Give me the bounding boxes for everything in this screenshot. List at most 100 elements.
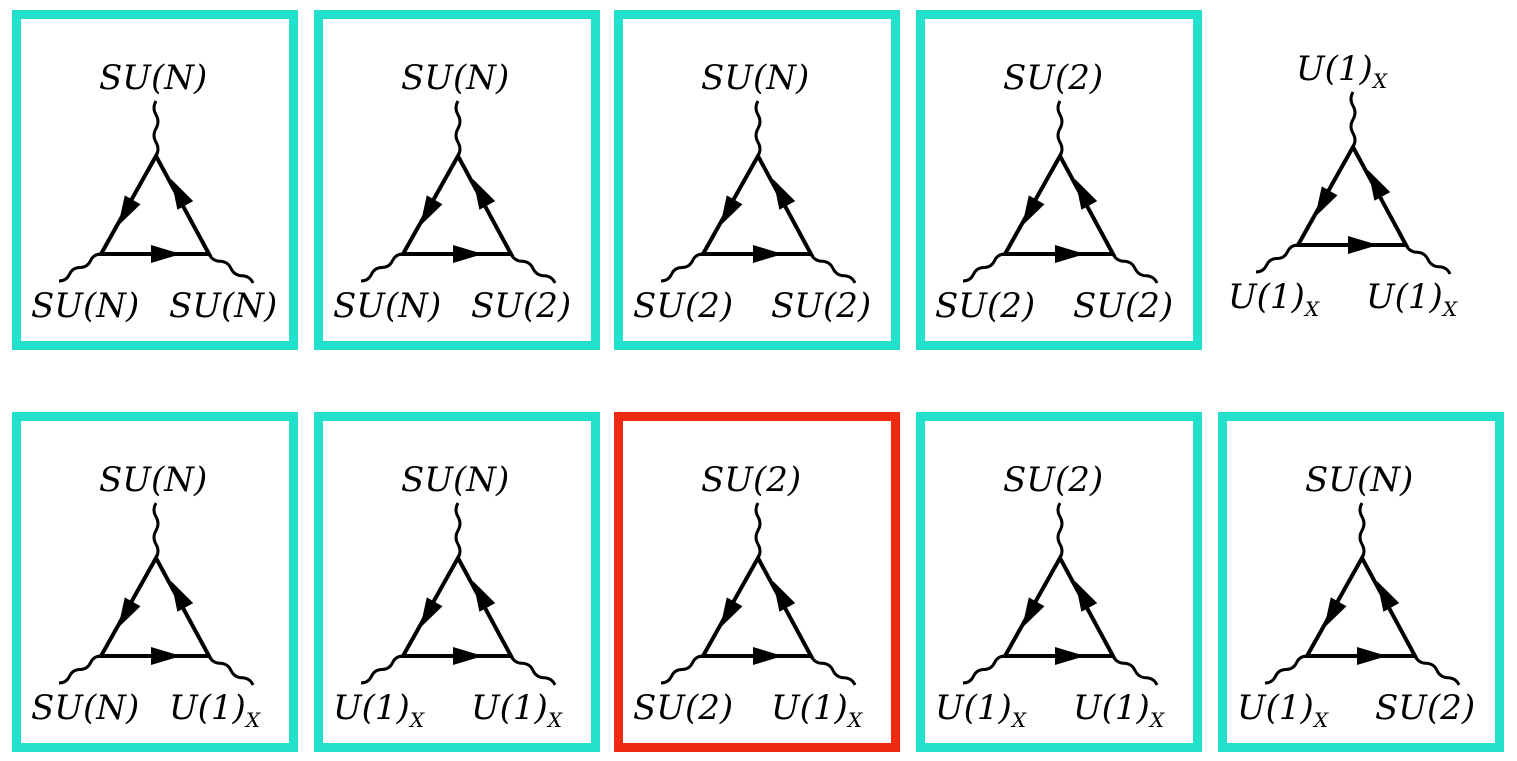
right-boson-line xyxy=(207,253,255,284)
right-boson-line xyxy=(207,655,255,686)
right-boson-line xyxy=(509,655,557,686)
top-boson-line xyxy=(152,502,160,559)
left-gauge-label: SU(N) xyxy=(31,286,140,326)
top-boson-line xyxy=(454,100,462,157)
fermion-arrow-bottom xyxy=(753,245,783,263)
left-gauge-label: U(1)X xyxy=(1228,277,1320,321)
top-gauge-label: SU(N) xyxy=(401,58,510,98)
left-gauge-label: SU(N) xyxy=(333,286,442,326)
left-boson-line xyxy=(58,654,102,685)
top-gauge-label: SU(2) xyxy=(1003,460,1104,500)
fermion-arrow-left xyxy=(1324,597,1347,628)
top-boson-line xyxy=(1056,502,1064,559)
top-gauge-label: U(1)X xyxy=(1296,49,1388,93)
anomaly-diagram-1: SU(N) SU(N) SU(N) xyxy=(12,10,298,350)
top-gauge-label: SU(N) xyxy=(401,460,510,500)
fermion-loop xyxy=(1294,142,1410,247)
right-boson-line xyxy=(1404,244,1452,275)
fermion-arrow-bottom xyxy=(1357,647,1387,665)
fermion-arrow-bottom xyxy=(453,647,483,665)
anomaly-diagram-2: SU(N)SU(N)SU(2) xyxy=(314,10,600,350)
left-boson-line xyxy=(962,654,1006,685)
fermion-arrow-bottom xyxy=(151,647,181,665)
right-gauge-label: U(1)X xyxy=(471,688,563,732)
anomaly-diagram-5: U(1)X U(1)X U(1)X xyxy=(1218,10,1504,350)
right-boson-line xyxy=(809,655,857,686)
top-boson-line xyxy=(454,502,462,559)
right-gauge-label: SU(2) xyxy=(1375,688,1476,728)
left-boson-line xyxy=(360,252,404,283)
fermion-arrow-right xyxy=(473,179,496,210)
right-gauge-label: SU(N) xyxy=(169,286,278,326)
right-boson-line xyxy=(1111,253,1159,284)
top-gauge-label: SU(2) xyxy=(701,460,802,500)
triangle-diagram xyxy=(962,502,1159,686)
right-gauge-label: U(1)X xyxy=(1073,688,1165,732)
triangle-diagram xyxy=(962,100,1159,284)
anomaly-diagram-10: SU(N) U(1)X SU(2) xyxy=(1218,412,1504,752)
fermion-arrow-right xyxy=(1075,581,1098,612)
triangle-diagram xyxy=(1255,91,1452,275)
fermion-loop xyxy=(699,151,815,256)
fermion-arrow-bottom xyxy=(1055,647,1085,665)
right-boson-line xyxy=(1111,655,1159,686)
top-gauge-label: SU(N) xyxy=(99,460,208,500)
top-boson-line xyxy=(1358,502,1366,559)
fermion-arrow-bottom xyxy=(453,245,483,263)
left-gauge-label: SU(2) xyxy=(633,286,734,326)
right-boson-line xyxy=(509,253,557,284)
top-boson-line xyxy=(754,502,762,559)
fermion-loop xyxy=(399,553,515,658)
right-gauge-label: U(1)X xyxy=(169,688,261,732)
fermion-loop xyxy=(1001,553,1117,658)
right-gauge-label: U(1)X xyxy=(1366,277,1458,321)
top-gauge-label: SU(N) xyxy=(99,58,208,98)
fermion-arrow-right xyxy=(171,179,194,210)
fermion-arrow-left xyxy=(118,195,141,226)
left-gauge-label: SU(2) xyxy=(633,688,734,728)
top-gauge-label: SU(N) xyxy=(1305,460,1414,500)
right-gauge-label: SU(2) xyxy=(1073,286,1174,326)
fermion-arrow-left xyxy=(420,195,443,226)
right-boson-line xyxy=(1413,655,1461,686)
left-boson-line xyxy=(660,252,704,283)
left-gauge-label: U(1)X xyxy=(1237,688,1329,732)
fermion-arrow-bottom xyxy=(1055,245,1085,263)
top-gauge-label: SU(2) xyxy=(1003,58,1104,98)
anomaly-diagram-4: SU(2) SU(2) SU(2) xyxy=(916,10,1202,350)
left-boson-line xyxy=(660,654,704,685)
fermion-arrow-right xyxy=(773,179,796,210)
triangle-diagram xyxy=(1264,502,1461,686)
fermion-arrow-right xyxy=(1377,581,1400,612)
top-boson-line xyxy=(1056,100,1064,157)
anomaly-diagram-3: SU(N)SU(2)SU(2) xyxy=(614,10,900,350)
top-boson-line xyxy=(754,100,762,157)
left-gauge-label: U(1)X xyxy=(935,688,1027,732)
fermion-arrow-left xyxy=(420,597,443,628)
fermion-arrow-left xyxy=(1022,195,1045,226)
fermion-arrow-bottom xyxy=(753,647,783,665)
fermion-arrow-left xyxy=(1315,186,1338,217)
left-gauge-label: U(1)X xyxy=(333,688,425,732)
fermion-arrow-left xyxy=(118,597,141,628)
left-gauge-label: SU(2) xyxy=(935,286,1036,326)
anomaly-diagram-9: SU(2) U(1)X U(1)X xyxy=(916,412,1202,752)
fermion-arrow-right xyxy=(473,581,496,612)
triangle-diagram xyxy=(660,502,857,686)
anomaly-diagram-7: SU(N) U(1)X U(1)X xyxy=(314,412,600,752)
fermion-loop xyxy=(1303,553,1419,658)
triangle-diagram xyxy=(360,502,557,686)
right-gauge-label: SU(2) xyxy=(771,286,872,326)
triangle-diagram xyxy=(58,502,255,686)
triangle-diagram xyxy=(660,100,857,284)
fermion-loop xyxy=(97,151,213,256)
fermion-loop xyxy=(1001,151,1117,256)
anomaly-diagram-6: SU(N) SU(N) U(1)X xyxy=(12,412,298,752)
anomaly-diagram-8: SU(2)SU(2)U(1)X xyxy=(614,412,900,752)
fermion-arrow-right xyxy=(1075,179,1098,210)
left-gauge-label: SU(N) xyxy=(31,688,140,728)
fermion-arrow-left xyxy=(1022,597,1045,628)
top-boson-line xyxy=(152,100,160,157)
left-boson-line xyxy=(1255,243,1299,274)
left-boson-line xyxy=(962,252,1006,283)
